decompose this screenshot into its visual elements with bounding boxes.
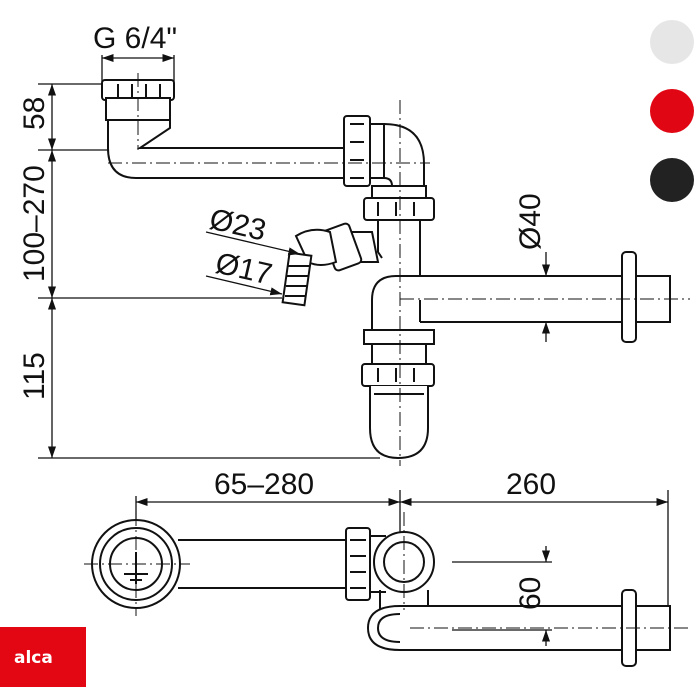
dim-d17-label: Ø17 — [212, 247, 275, 292]
dim-260-label: 260 — [506, 468, 556, 501]
front-view — [101, 79, 671, 460]
dim-115-label: 115 — [18, 352, 51, 400]
dim-100-270-label: 100–270 — [18, 165, 51, 282]
color-swatch-black[interactable] — [650, 158, 694, 202]
dim-d40-label: Ø40 — [514, 193, 547, 250]
dim-d23-label: Ø23 — [206, 203, 269, 248]
alca-logo-background — [0, 627, 86, 687]
color-swatch-red[interactable] — [650, 89, 694, 133]
dim-65-280-label: 65–280 — [214, 468, 314, 501]
top-view-center-lines — [84, 512, 690, 629]
dim-thread-label: G 6/4" — [93, 22, 177, 55]
dim-60-label: 60 — [514, 577, 547, 610]
top-view — [91, 519, 671, 667]
center-lines — [108, 73, 690, 466]
dim-58-label: 58 — [18, 97, 51, 130]
alca-logo-text: alca — [14, 648, 53, 668]
color-swatch-white[interactable] — [650, 20, 694, 64]
dimension-lines — [38, 53, 669, 646]
